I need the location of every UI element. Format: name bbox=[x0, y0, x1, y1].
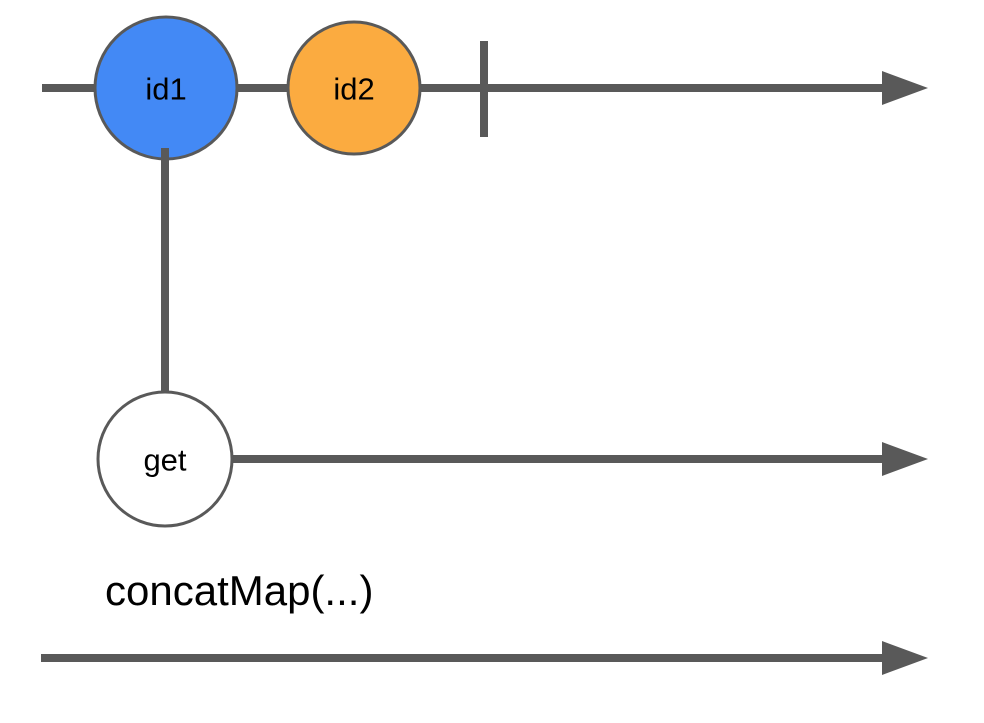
source-stream-arrow-icon bbox=[882, 71, 928, 105]
marble-id2[interactable]: id2 bbox=[286, 20, 422, 156]
source-stream-completion-bar bbox=[480, 41, 488, 137]
id1-to-get-connector bbox=[161, 148, 169, 396]
inner-stream: get bbox=[96, 390, 928, 528]
output-stream-arrow-icon bbox=[882, 641, 928, 675]
marble-get[interactable]: get bbox=[96, 390, 234, 528]
marble-id2-circle[interactable] bbox=[286, 20, 422, 156]
operator-label: concatMap(...) bbox=[105, 567, 373, 614]
output-stream bbox=[41, 641, 928, 675]
marble-id1-circle[interactable] bbox=[93, 15, 239, 161]
marble-id1[interactable]: id1 bbox=[93, 15, 239, 161]
source-stream: id1 id2 bbox=[42, 15, 928, 161]
marble-get-circle[interactable] bbox=[96, 390, 234, 528]
id1-to-get-connector-line bbox=[161, 148, 169, 396]
inner-stream-arrow-icon bbox=[882, 442, 928, 476]
